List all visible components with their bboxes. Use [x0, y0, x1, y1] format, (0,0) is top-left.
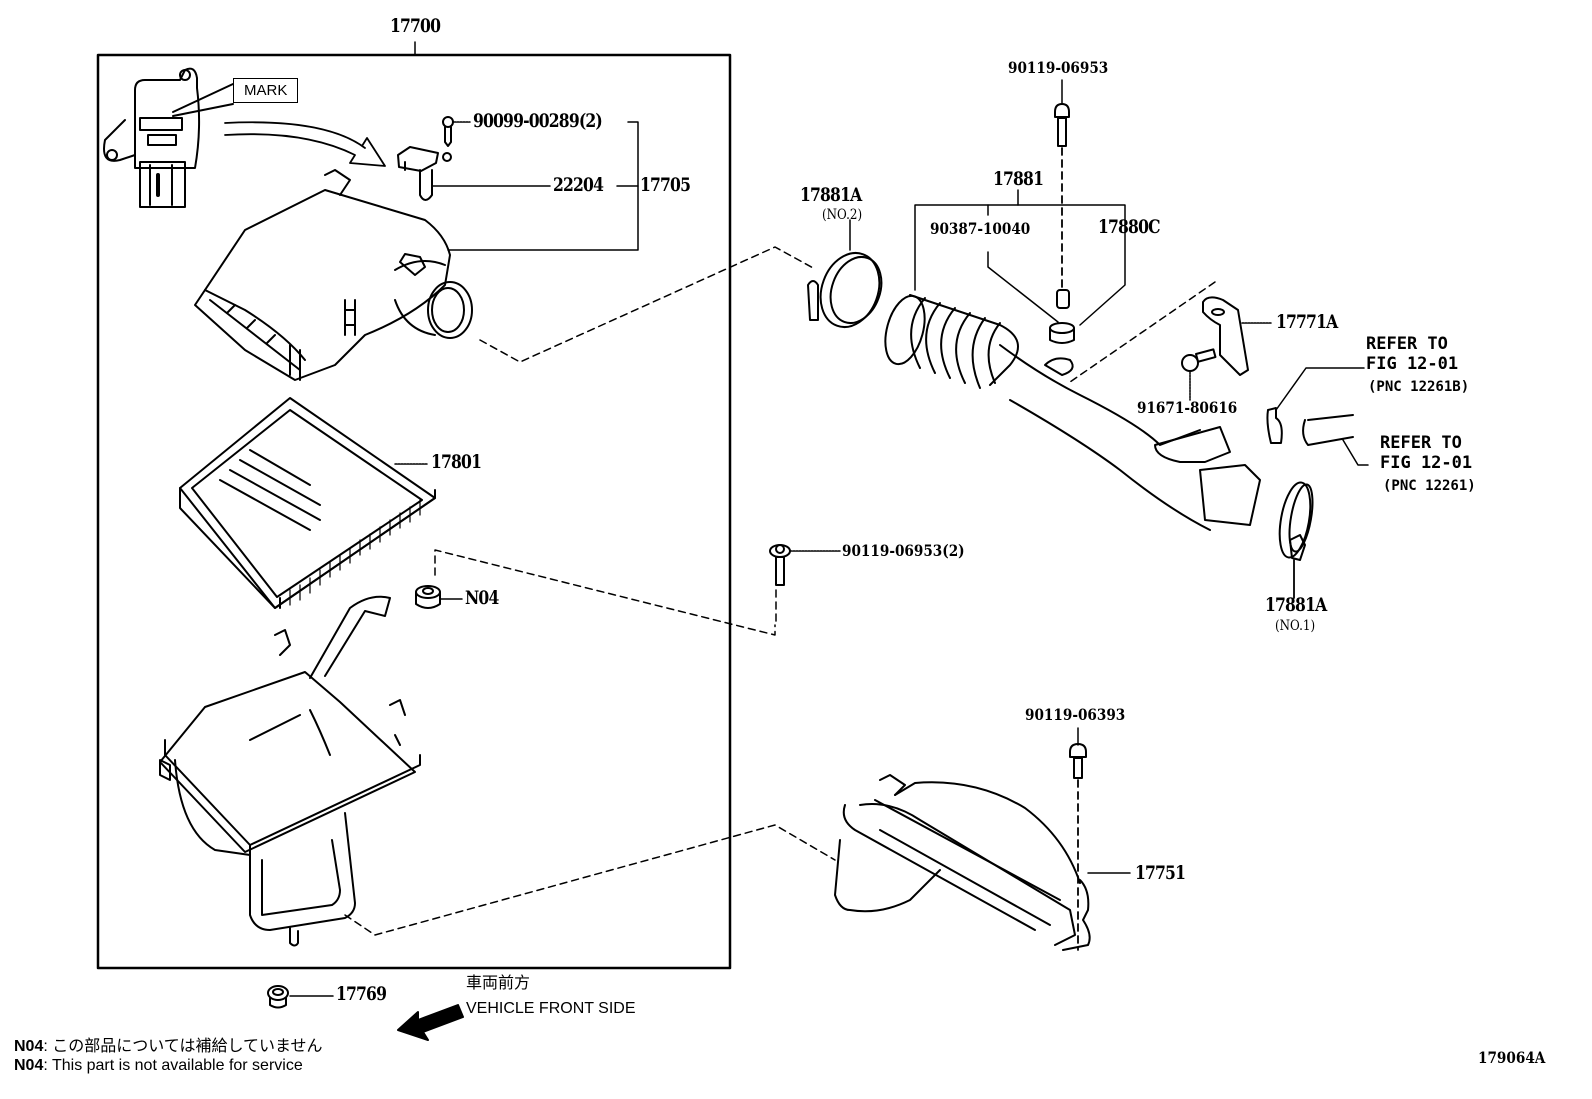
label-22204[interactable]: 22204 — [553, 174, 604, 196]
vehicle-front-arrow-icon — [397, 1004, 464, 1041]
label-90099-00289[interactable]: 90099-00289(2) — [473, 110, 603, 132]
bolt-90119-06393-icon — [1069, 743, 1087, 779]
label-n04[interactable]: N04 — [465, 587, 499, 609]
air-filter-element-illustration — [179, 397, 436, 609]
refer1-line2: FIG 12-01 — [1366, 353, 1459, 374]
label-17881A-no2[interactable]: 17881A — [800, 184, 862, 206]
label-17700[interactable]: 17700 — [390, 15, 441, 37]
note-text: : この部品については補給していません — [43, 1038, 323, 1055]
refer2-line2: FIG 12-01 — [1380, 452, 1473, 473]
label-90119-06953-2[interactable]: 90119-06953(2) — [842, 541, 965, 560]
refer1-line3: (PNC 12261B) — [1368, 379, 1470, 395]
figure-id: 179064A — [1478, 1048, 1546, 1067]
n04-part-icon — [415, 585, 441, 609]
collar-90387-10040-icon — [1056, 289, 1070, 309]
label-17705[interactable]: 17705 — [640, 174, 691, 196]
cushion-17880C-icon — [1049, 322, 1075, 344]
label-90119-06393[interactable]: 90119-06393 — [1025, 705, 1126, 724]
bracket-17771A-illustration — [1202, 296, 1249, 376]
sensor-22204-icon — [397, 146, 452, 201]
label-no1: (NO.1) — [1275, 618, 1316, 634]
air-duct-17751-illustration — [834, 774, 1091, 951]
label-17881[interactable]: 17881 — [993, 168, 1044, 190]
clamp-no1-illustration — [1278, 481, 1314, 561]
label-17801[interactable]: 17801 — [431, 451, 482, 473]
grommet-17769-icon — [267, 985, 289, 1009]
air-cleaner-case-illustration — [159, 595, 421, 947]
assembly-frame — [96, 53, 732, 970]
bolt-90119-06953-icon — [1054, 103, 1070, 147]
bolt-91671-80616-icon — [1181, 348, 1217, 372]
refer-fig-12-01-b[interactable]: REFER TO FIG 12-01 — [1380, 433, 1473, 473]
note-text: : This part is not available for service — [43, 1057, 303, 1074]
refer1-line1: REFER TO — [1366, 334, 1448, 354]
label-17769[interactable]: 17769 — [336, 983, 387, 1005]
install-arrow — [224, 121, 386, 167]
note-n04-jp: N04: この部品については補給していません — [14, 1039, 323, 1055]
bolt-mid-icon — [769, 544, 791, 586]
label-90119-06953[interactable]: 90119-06953 — [1008, 58, 1109, 77]
label-17880C[interactable]: 17880C — [1098, 216, 1161, 238]
intake-hose-illustration — [884, 294, 1261, 531]
note-code: N04 — [14, 1057, 44, 1074]
label-no2: (NO.2) — [822, 207, 863, 223]
air-cleaner-cap-illustration — [194, 169, 473, 381]
label-90387-10040[interactable]: 90387-10040 — [930, 219, 1031, 238]
refer1-part-icon — [1266, 407, 1283, 444]
refer2-line3: (PNC 12261) — [1383, 478, 1476, 494]
refer2-line1: REFER TO — [1380, 433, 1462, 453]
dash-bracket — [1069, 281, 1216, 383]
dash-cap-hose — [479, 246, 816, 363]
mark-callout: MARK — [233, 78, 299, 103]
dash-n04 — [434, 549, 776, 636]
label-17771A[interactable]: 17771A — [1276, 311, 1338, 333]
screw-90099-00289-icon — [442, 116, 454, 147]
note-code: N04 — [14, 1038, 44, 1055]
label-17751[interactable]: 17751 — [1135, 862, 1186, 884]
clamp-no2-illustration — [807, 252, 883, 328]
dash-case-duct — [344, 824, 836, 936]
label-17881A-no1[interactable]: 17881A — [1265, 594, 1327, 616]
vehicle-front-en: VEHICLE FRONT SIDE — [466, 1000, 636, 1017]
refer2-part-icon — [1302, 414, 1354, 446]
refer-fig-12-01-a[interactable]: REFER TO FIG 12-01 — [1366, 334, 1459, 374]
maf-sensor-illustration — [103, 67, 234, 208]
vehicle-front-jp: 車両前方 — [466, 975, 531, 992]
note-n04-en: N04: This part is not available for serv… — [14, 1058, 303, 1074]
label-91671-80616[interactable]: 91671-80616 — [1137, 398, 1238, 417]
